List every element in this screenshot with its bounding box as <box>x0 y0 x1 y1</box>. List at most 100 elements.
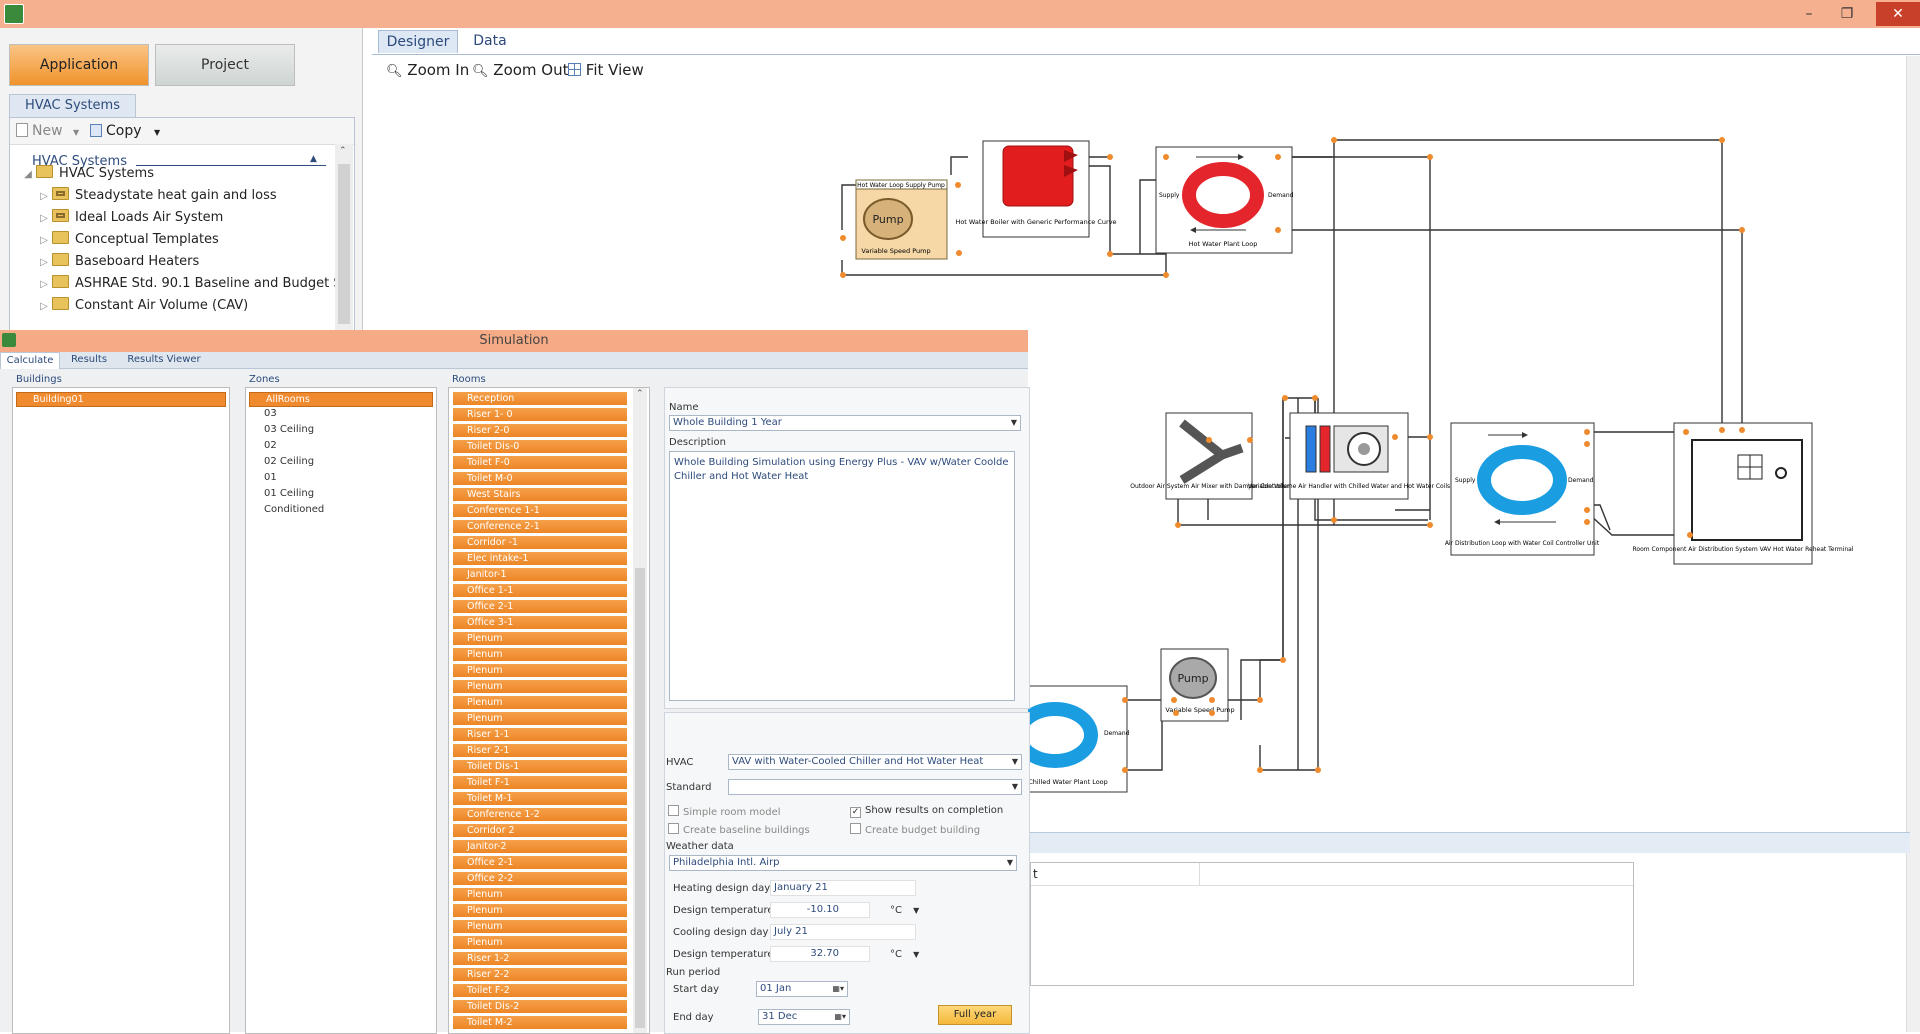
simple-room-model-checkbox[interactable]: Simple room model <box>668 805 781 818</box>
hot-water-plant-loop-component[interactable]: Supply Demand Hot Water Plant Loop <box>1156 147 1294 253</box>
standard-select[interactable]: ▼ <box>728 779 1022 795</box>
chevron-down-icon: ▼ <box>1011 416 1017 430</box>
zone-item[interactable]: 01 Ceiling <box>246 486 436 502</box>
room-item[interactable]: Office 2-2 <box>453 872 627 886</box>
zone-item[interactable]: Conditioned <box>246 502 436 518</box>
room-item[interactable]: Riser 1-2 <box>453 952 627 966</box>
cooling-temp-unit-select[interactable]: °C ▼ <box>890 949 919 960</box>
room-item[interactable]: Riser 1- 0 <box>453 408 627 422</box>
room-item[interactable]: Corridor 2 <box>453 824 627 838</box>
zone-item[interactable]: 03 <box>246 406 436 422</box>
room-item[interactable]: Toilet M-1 <box>453 792 627 806</box>
heating-design-day-input[interactable]: January 21 <box>770 880 916 896</box>
hot-water-pump-component[interactable]: Hot Water Loop Supply Pump Pump Variable… <box>856 180 947 259</box>
zone-item[interactable]: 02 Ceiling <box>246 454 436 470</box>
room-item[interactable]: Plenum <box>453 632 627 646</box>
full-year-button[interactable]: Full year <box>938 1005 1012 1025</box>
start-day-input[interactable]: 01 Jan▦▾ <box>756 981 848 997</box>
room-item[interactable]: Janitor-2 <box>453 840 627 854</box>
tab-results[interactable]: Results <box>64 352 114 368</box>
room-item[interactable]: Toilet M-0 <box>453 472 627 486</box>
room-item[interactable]: Plenum <box>453 664 627 678</box>
room-item[interactable]: Plenum <box>453 920 627 934</box>
create-baseline-checkbox[interactable]: Create baseline buildings <box>668 823 810 836</box>
room-item[interactable]: Plenum <box>453 696 627 710</box>
room-item[interactable]: Plenum <box>453 648 627 662</box>
room-item[interactable]: Office 2-1 <box>453 600 627 614</box>
room-item[interactable]: Elec intake-1 <box>453 552 627 566</box>
rooms-scrollbar[interactable]: ⌃ <box>633 388 647 1033</box>
zone-item[interactable]: 02 <box>246 438 436 454</box>
chilled-water-pump-component[interactable]: Pump Variable Speed Pump <box>1161 649 1235 721</box>
heating-temp-unit-select[interactable]: °C ▼ <box>890 905 919 916</box>
room-item[interactable]: Plenum <box>453 904 627 918</box>
room-item[interactable]: Riser 2-1 <box>453 744 627 758</box>
chilled-water-plant-loop-component[interactable]: Demand Chilled Water Plant Loop <box>1019 686 1130 792</box>
rooms-scroll-thumb[interactable] <box>635 568 645 1028</box>
room-item[interactable]: Office 3-1 <box>453 616 627 630</box>
room-item[interactable]: Toilet M-2 <box>453 1016 627 1030</box>
air-handler-component[interactable]: Variable Volume Air Handler with Chilled… <box>1248 413 1450 499</box>
heating-design-temp-input[interactable]: -10.10 <box>770 902 870 918</box>
room-item[interactable]: Riser 2-0 <box>453 424 627 438</box>
hvac-value: VAV with Water-Cooled Chiller and Hot Wa… <box>732 756 983 767</box>
calendar-dropdown-icon[interactable]: ▦▾ <box>834 1010 846 1024</box>
room-item[interactable]: Riser 2-2 <box>453 968 627 982</box>
room-item[interactable]: Plenum <box>453 680 627 694</box>
room-component[interactable]: Room Component Air Distribution System V… <box>1633 423 1854 564</box>
end-day-value: 31 Dec <box>762 1011 797 1022</box>
end-day-label: End day <box>673 1012 714 1023</box>
room-item[interactable]: Toilet Dis-2 <box>453 1000 627 1014</box>
cooling-design-temp-input[interactable]: 32.70 <box>770 946 870 962</box>
checkbox-icon <box>850 823 861 834</box>
thermostat-icon <box>1776 468 1786 478</box>
zone-item[interactable]: 01 <box>246 470 436 486</box>
zones-label: Zones <box>249 374 280 385</box>
zones-list: AllRooms 0303 Ceiling0202 Ceiling0101 Ce… <box>245 387 437 1034</box>
weather-data-select[interactable]: Philadelphia Intl. Airp▼ <box>669 855 1017 871</box>
room-item[interactable]: Janitor-1 <box>453 568 627 582</box>
zone-item[interactable]: 03 Ceiling <box>246 422 436 438</box>
hvac-select[interactable]: VAV with Water-Cooled Chiller and Hot Wa… <box>728 754 1022 770</box>
buildings-list: Building01 <box>12 387 230 1034</box>
end-day-input[interactable]: 31 Dec ▦▾ <box>758 1009 850 1025</box>
room-item[interactable]: Toilet Dis-1 <box>453 760 627 774</box>
room-item[interactable]: Toilet F-1 <box>453 776 627 790</box>
room-item[interactable]: Conference 1-1 <box>453 504 627 518</box>
cooling-design-day-input[interactable]: July 21 <box>770 924 916 940</box>
room-item[interactable]: Conference 1-2 <box>453 808 627 822</box>
room-item[interactable]: Corridor -1 <box>453 536 627 550</box>
tab-results-viewer[interactable]: Results Viewer <box>122 352 206 368</box>
scroll-up-icon[interactable]: ⌃ <box>636 389 644 399</box>
tab-calculate[interactable]: Calculate <box>0 352 60 369</box>
rooms-label: Rooms <box>452 374 486 385</box>
rooms-list: ReceptionRiser 1- 0 Riser 2-0Toilet Dis-0… <box>448 387 650 1034</box>
room-item[interactable]: Plenum <box>453 888 627 902</box>
room-item[interactable]: Plenum <box>453 712 627 726</box>
chw-loop-label: Chilled Water Plant Loop <box>1028 778 1108 786</box>
name-input[interactable]: Whole Building 1 Year▼ <box>669 415 1021 431</box>
create-budget-checkbox[interactable]: Create budget building <box>850 823 980 836</box>
name-label: Name <box>669 402 699 413</box>
room-item[interactable]: Toilet F-2 <box>453 984 627 998</box>
zone-item-allrooms[interactable]: AllRooms <box>249 392 433 407</box>
room-item[interactable]: Conference 2-1 <box>453 520 627 534</box>
building-item[interactable]: Building01 <box>16 392 226 407</box>
room-item[interactable]: Toilet F-0 <box>453 456 627 470</box>
hw-pump-inner-label: Pump <box>872 213 903 226</box>
cooling-temp-unit: °C <box>890 949 902 960</box>
chw-loop-demand-label: Demand <box>1104 730 1130 737</box>
description-textarea[interactable]: Whole Building Simulation using Energy P… <box>669 451 1015 701</box>
room-item[interactable]: Toilet Dis-0 <box>453 440 627 454</box>
room-item[interactable]: Office 2-1 <box>453 856 627 870</box>
room-item[interactable]: Office 1-1 <box>453 584 627 598</box>
room-item[interactable]: Riser 1-1 <box>453 728 627 742</box>
air-distribution-loop-component[interactable]: Supply Demand Air Distribution Loop with… <box>1445 423 1600 555</box>
calendar-dropdown-icon[interactable]: ▦▾ <box>832 982 844 996</box>
show-results-checkbox[interactable]: ✓Show results on completion <box>850 805 1003 818</box>
room-item[interactable]: Reception <box>453 392 627 406</box>
room-item[interactable]: Plenum <box>453 936 627 950</box>
heating-design-day-label: Heating design day <box>673 883 770 894</box>
hot-water-boiler-component[interactable]: Hot Water Boiler with Generic Performanc… <box>955 141 1116 237</box>
room-item[interactable]: West Stairs <box>453 488 627 502</box>
